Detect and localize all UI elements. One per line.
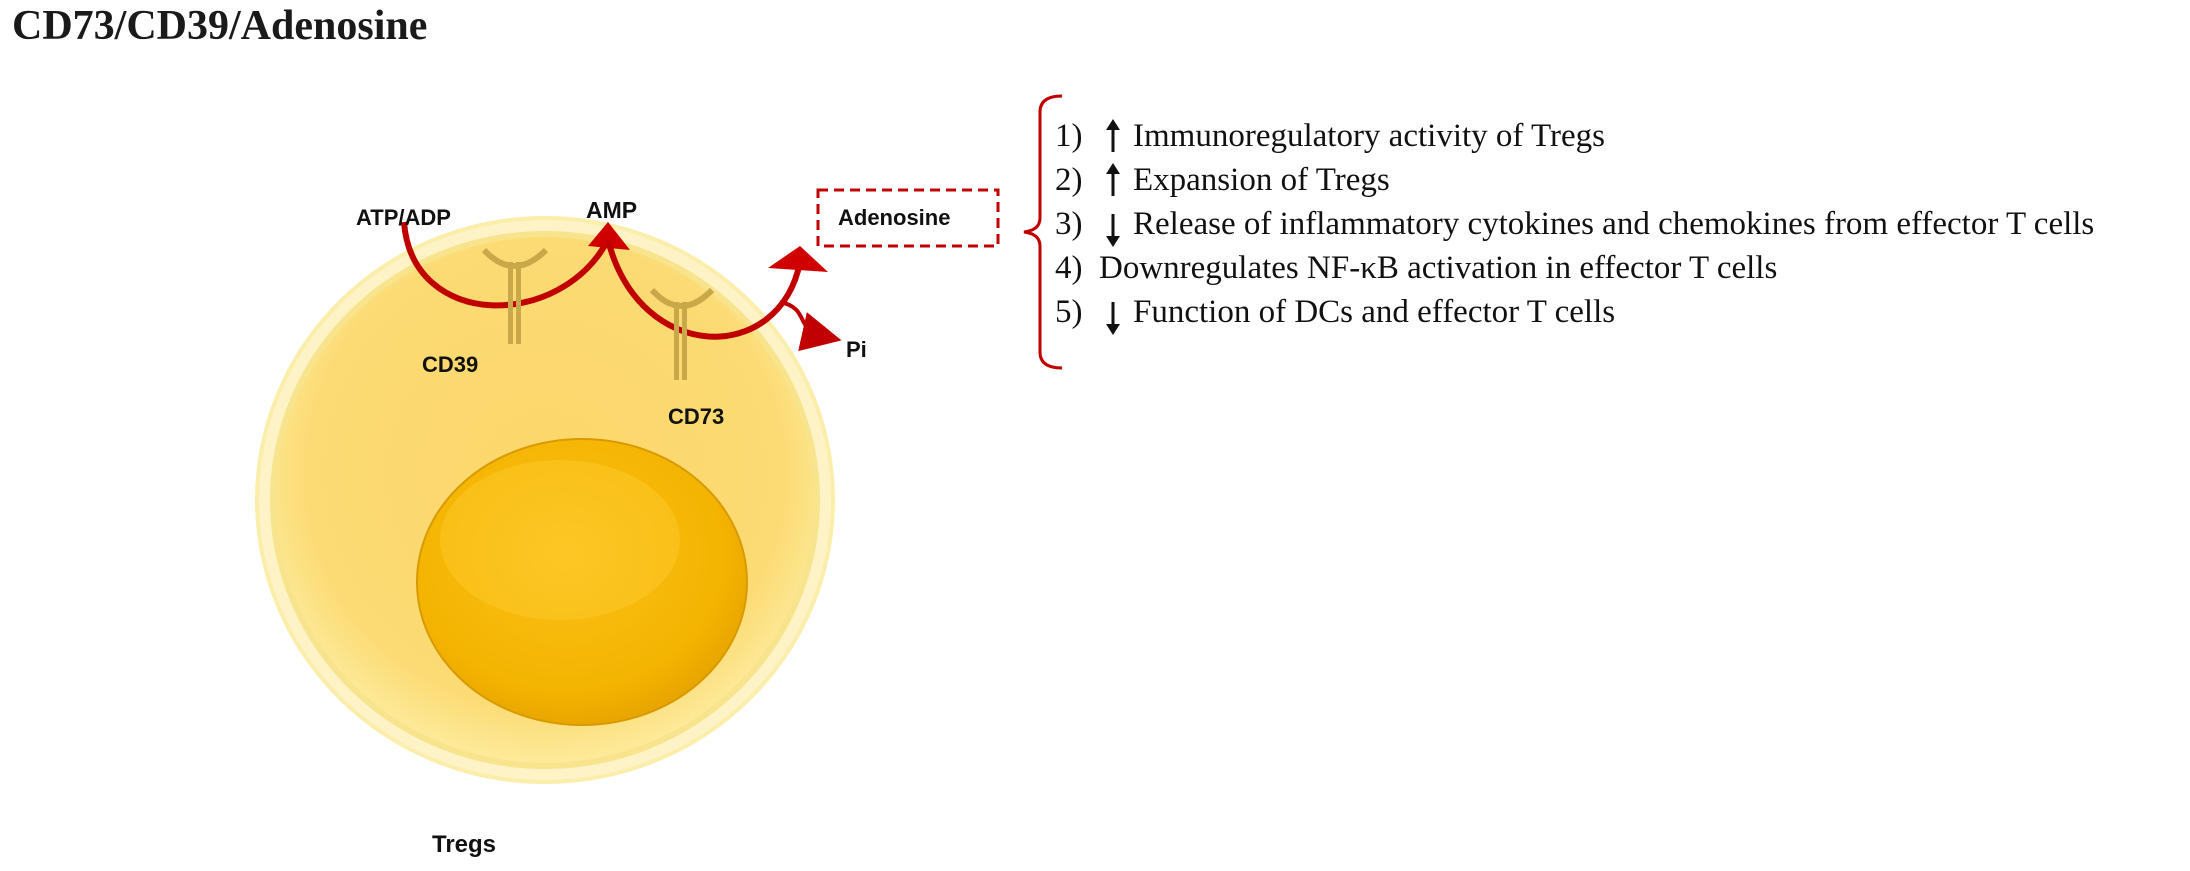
- up-arrow-icon: [1103, 162, 1123, 198]
- treg-cell: [255, 216, 835, 784]
- tregs-label: Tregs: [432, 831, 496, 858]
- cd39-receptor: [481, 247, 549, 344]
- diagram-title: CD73/CD39/Adenosine: [12, 3, 428, 49]
- down-arrow-icon: [1103, 212, 1123, 248]
- up-arrow-icon: [1103, 118, 1123, 154]
- effect-number: 1): [1055, 117, 1083, 154]
- effect-item: 2) Expansion of Tregs: [1055, 158, 2094, 202]
- adenosine-box: [816, 188, 1000, 248]
- effect-item: 5) Function of DCs and effector T cells: [1055, 290, 2094, 336]
- effects-bracket: [1023, 94, 1063, 370]
- nucleus: [416, 438, 748, 726]
- effect-item: 4) Downregulates NF-κB activation in effe…: [1055, 246, 2094, 290]
- cd73-receptor: [649, 287, 715, 380]
- pi-label: Pi: [846, 337, 867, 362]
- effect-text: Function of DCs and effector T cells: [1133, 293, 1616, 330]
- pi-release-arrow: [779, 300, 842, 352]
- atp-adp-label: ATP/ADP: [356, 205, 451, 230]
- effect-text: Downregulates NF-κB activation in effect…: [1099, 249, 1778, 286]
- effect-number: 4): [1055, 249, 1083, 286]
- effects-list: 1) Immunoregulatory activity of Tregs 2) Ex…: [1055, 114, 2095, 336]
- effect-item: 1) Immunoregulatory activity of Tregs: [1055, 114, 2094, 158]
- adenosine-label: Adenosine: [838, 205, 950, 230]
- nucleus-highlight: [440, 460, 680, 620]
- effect-number: 5): [1055, 293, 1083, 330]
- cd73-label: CD73: [668, 404, 724, 429]
- down-arrow-icon: [1103, 300, 1123, 336]
- adenosine-arrowhead: [768, 246, 828, 272]
- effect-item: 3) Release of inflammatory cytokines and …: [1055, 202, 2095, 248]
- effect-text: Release of inflammatory cytokines and ch…: [1133, 205, 2095, 242]
- effect-number: 3): [1055, 205, 1083, 242]
- effect-number: 2): [1055, 161, 1083, 198]
- amp-to-adenosine-arc: [605, 239, 803, 340]
- amp-arrowhead: [588, 222, 630, 250]
- effect-text: Immunoregulatory activity of Tregs: [1133, 117, 1606, 154]
- effect-text: Expansion of Tregs: [1133, 161, 1390, 198]
- atp-to-amp-arc: [401, 221, 611, 309]
- cd39-label: CD39: [422, 352, 478, 377]
- amp-label: AMP: [586, 197, 637, 223]
